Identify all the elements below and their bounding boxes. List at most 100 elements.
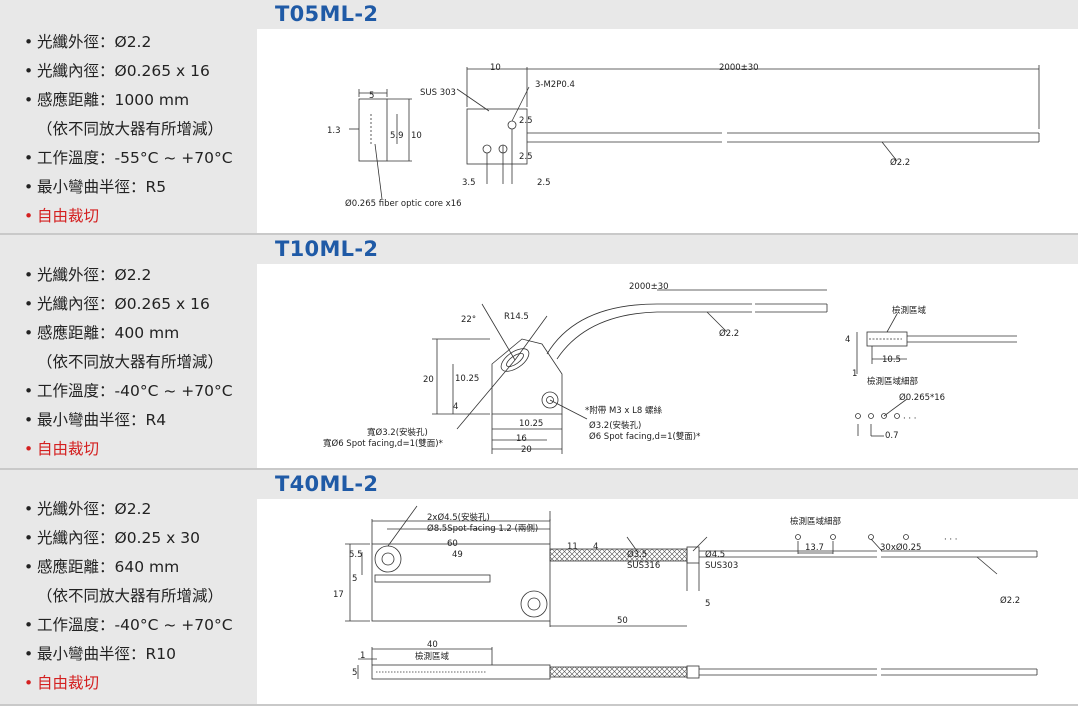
svg-text:· · ·: · · · <box>903 414 917 424</box>
section-t10ml-2: T10ML-2 •光纖外徑：Ø2.2 •光纖內徑：Ø0.265 x 16 •感應… <box>0 235 1078 468</box>
section-divider <box>0 233 1078 235</box>
svg-text:20: 20 <box>423 375 434 385</box>
spec-item: （依不同放大器有所增減） <box>37 587 224 605</box>
svg-text:5.9: 5.9 <box>390 131 404 141</box>
svg-text:SUS 303: SUS 303 <box>420 88 456 98</box>
svg-text:2000±30: 2000±30 <box>629 282 669 292</box>
svg-text:· · ·: · · · <box>944 535 958 545</box>
svg-text:3-M2P0.4: 3-M2P0.4 <box>535 80 575 90</box>
title-band <box>257 0 1078 29</box>
svg-text:Ø3.2(安裝孔): Ø3.2(安裝孔) <box>589 420 641 431</box>
svg-text:檢測區域: 檢測區域 <box>892 305 927 316</box>
svg-text:50: 50 <box>617 616 628 626</box>
svg-text:寬Ø6 Spot facing,d=1(雙面)*: 寬Ø6 Spot facing,d=1(雙面)* <box>323 438 443 449</box>
svg-text:R14.5: R14.5 <box>504 312 529 322</box>
spec-item: •最小彎曲半徑：R5 <box>24 178 167 196</box>
svg-text:2.5: 2.5 <box>519 116 533 126</box>
spec-item: （依不同放大器有所增減） <box>37 353 224 371</box>
spec-item: •最小彎曲半徑：R4 <box>24 411 167 429</box>
svg-text:4: 4 <box>593 542 598 552</box>
svg-text:Ø2.2: Ø2.2 <box>719 328 739 339</box>
dimension-drawing: 2000±30 22° R14.5 Ø2.2 20 10.25 4 10.25 … <box>257 264 1078 468</box>
dimension-drawing: 2xØ4.5(安裝孔) Ø8.5Spot-facing 1.2 (兩側) 60 … <box>257 499 1078 704</box>
svg-text:5: 5 <box>352 574 357 584</box>
spec-list: •光纖外徑：Ø2.2 •光纖內徑：Ø0.25 x 30 •感應距離：640 mm… <box>24 495 233 698</box>
title-band <box>257 235 1078 264</box>
svg-text:5: 5 <box>369 91 374 101</box>
svg-text:1: 1 <box>852 369 857 379</box>
spec-item: •感應距離：1000 mm <box>24 91 190 109</box>
svg-text:Ø3.5: Ø3.5 <box>627 549 647 560</box>
svg-text:*附帶 M3 x L8 螺絲: *附帶 M3 x L8 螺絲 <box>585 405 662 416</box>
spec-item-highlight: •自由裁切 <box>24 674 100 692</box>
svg-text:4: 4 <box>453 402 458 412</box>
section-divider <box>0 704 1078 706</box>
svg-text:2xØ4.5(安裝孔): 2xØ4.5(安裝孔) <box>427 512 490 523</box>
svg-text:Ø6 Spot facing,d=1(雙面)*: Ø6 Spot facing,d=1(雙面)* <box>589 431 700 442</box>
svg-text:16: 16 <box>516 434 527 444</box>
svg-text:49: 49 <box>452 550 463 560</box>
svg-text:1: 1 <box>360 651 365 661</box>
svg-text:Ø2.2: Ø2.2 <box>890 157 910 168</box>
svg-text:SUS303: SUS303 <box>705 561 738 571</box>
svg-text:檢測區域細部: 檢測區域細部 <box>790 516 842 527</box>
section-t40ml-2: T40ML-2 •光纖外徑：Ø2.2 •光纖內徑：Ø0.25 x 30 •感應距… <box>0 470 1078 704</box>
svg-text:13.7: 13.7 <box>805 543 824 553</box>
svg-text:17: 17 <box>333 590 344 600</box>
svg-text:2.5: 2.5 <box>537 178 551 188</box>
svg-text:5: 5 <box>705 599 710 609</box>
svg-text:寬Ø3.2(安裝孔): 寬Ø3.2(安裝孔) <box>367 427 428 438</box>
svg-text:1.3: 1.3 <box>327 126 341 136</box>
spec-item: •光纖內徑：Ø0.25 x 30 <box>24 529 200 547</box>
spec-item-highlight: •自由裁切 <box>24 207 100 225</box>
spec-item: •感應距離：640 mm <box>24 558 180 576</box>
spec-item: •最小彎曲半徑：R10 <box>24 645 176 663</box>
svg-text:SUS316: SUS316 <box>627 561 660 571</box>
svg-text:檢測區域: 檢測區域 <box>415 651 450 662</box>
svg-text:Ø0.265 fiber optic core x16: Ø0.265 fiber optic core x16 <box>345 198 462 209</box>
spec-item: •光纖外徑：Ø2.2 <box>24 266 152 284</box>
dimension-drawing: 5 1.3 5.9 10 10 2000±30 SUS 303 3-M2P0.4… <box>257 29 1078 232</box>
svg-text:Ø2.2: Ø2.2 <box>1000 595 1020 606</box>
spec-item: •工作溫度：-55°C ~ +70°C <box>24 149 233 167</box>
spec-item: •工作溫度：-40°C ~ +70°C <box>24 616 233 634</box>
svg-text:20: 20 <box>521 445 532 455</box>
svg-text:4: 4 <box>845 335 850 345</box>
svg-text:2.5: 2.5 <box>519 152 533 162</box>
spec-item: •光纖內徑：Ø0.265 x 16 <box>24 295 210 313</box>
svg-text:10.25: 10.25 <box>455 374 479 384</box>
svg-text:檢測區域細部: 檢測區域細部 <box>867 376 919 387</box>
svg-text:40: 40 <box>427 640 438 650</box>
spec-item: •光纖外徑：Ø2.2 <box>24 500 152 518</box>
spec-item: •工作溫度：-40°C ~ +70°C <box>24 382 233 400</box>
spec-list: •光纖外徑：Ø2.2 •光纖內徑：Ø0.265 x 16 •感應距離：400 m… <box>24 261 233 464</box>
spec-item: •光纖外徑：Ø2.2 <box>24 33 152 51</box>
svg-text:Ø4.5: Ø4.5 <box>705 549 725 560</box>
svg-text:10.25: 10.25 <box>519 419 543 429</box>
svg-text:2000±30: 2000±30 <box>719 63 759 73</box>
svg-text:5.5: 5.5 <box>349 550 363 560</box>
svg-text:10: 10 <box>411 131 422 141</box>
spec-item: •感應距離：400 mm <box>24 324 180 342</box>
svg-text:3.5: 3.5 <box>462 178 476 188</box>
spec-item-highlight: •自由裁切 <box>24 440 100 458</box>
model-title: T10ML-2 <box>275 237 379 261</box>
svg-text:10: 10 <box>490 63 501 73</box>
svg-text:11: 11 <box>567 542 578 552</box>
section-t05ml-2: T05ML-2 •光纖外徑：Ø2.2 •光纖內徑：Ø0.265 x 16 •感應… <box>0 0 1078 233</box>
spec-list: •光纖外徑：Ø2.2 •光纖內徑：Ø0.265 x 16 •感應距離：1000 … <box>24 28 233 231</box>
spec-panel: •光纖外徑：Ø2.2 •光纖內徑：Ø0.25 x 30 •感應距離：640 mm… <box>0 470 257 704</box>
section-divider <box>0 468 1078 470</box>
spec-item: （依不同放大器有所增減） <box>37 120 224 138</box>
title-band <box>257 470 1078 499</box>
svg-text:0.7: 0.7 <box>885 431 899 441</box>
spec-panel: •光纖外徑：Ø2.2 •光纖內徑：Ø0.265 x 16 •感應距離：400 m… <box>0 235 257 468</box>
model-title: T05ML-2 <box>275 2 379 26</box>
svg-text:5: 5 <box>352 668 357 678</box>
spec-panel: •光纖外徑：Ø2.2 •光纖內徑：Ø0.265 x 16 •感應距離：1000 … <box>0 0 257 233</box>
model-title: T40ML-2 <box>275 472 379 496</box>
svg-text:Ø8.5Spot-facing 1.2 (兩側): Ø8.5Spot-facing 1.2 (兩側) <box>427 523 538 534</box>
svg-text:30xØ0.25: 30xØ0.25 <box>880 542 921 553</box>
svg-text:Ø0.265*16: Ø0.265*16 <box>899 392 945 403</box>
spec-item: •光纖內徑：Ø0.265 x 16 <box>24 62 210 80</box>
